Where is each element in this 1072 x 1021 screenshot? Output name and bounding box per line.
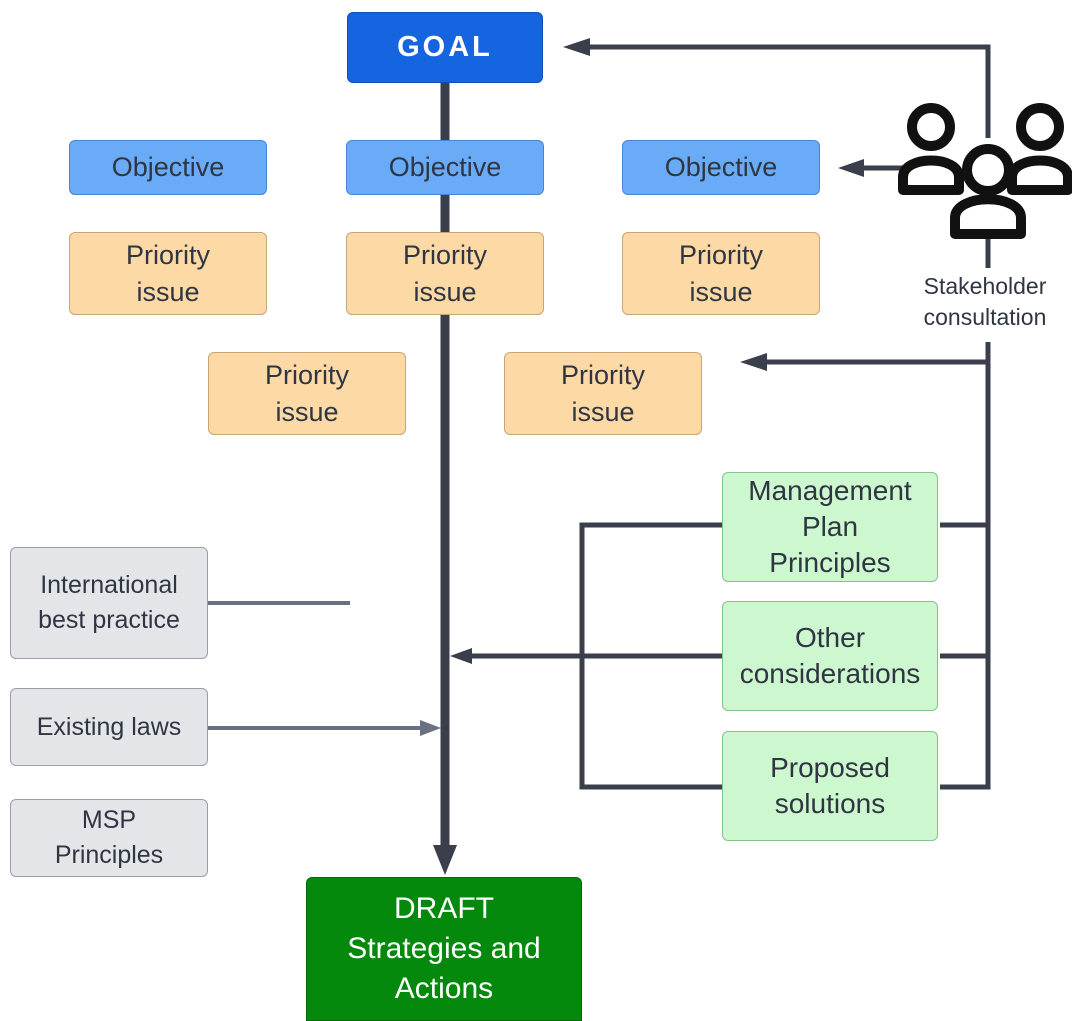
priority-issue-line-1: Priority bbox=[678, 239, 763, 270]
priority-issue-line-1: Priority bbox=[402, 239, 487, 270]
objective-box-right: Objective bbox=[622, 140, 820, 195]
goal-arrowhead bbox=[563, 38, 590, 56]
existing-laws-box: Existing laws bbox=[10, 688, 208, 766]
draft-line-1: DRAFT bbox=[394, 892, 494, 925]
management-line-3: Principles bbox=[769, 547, 891, 578]
priority-issue-line-2: issue bbox=[275, 396, 339, 427]
priority-issue-line-1: Priority bbox=[264, 359, 349, 390]
objective-box-left: Objective bbox=[69, 140, 267, 195]
international-line-1: International bbox=[40, 571, 178, 599]
stakeholder-label-line-2: consultation bbox=[923, 304, 1047, 330]
stakeholder-to-goal-line bbox=[588, 44, 991, 138]
priority-issue-box-2: Priority issue bbox=[346, 232, 544, 315]
stakeholder-bus-line bbox=[940, 342, 991, 790]
objective-label: Objective bbox=[664, 152, 778, 182]
international-best-practice-box: International best practice bbox=[10, 547, 208, 659]
management-line-1: Management bbox=[748, 475, 912, 506]
draft-line-3: Actions bbox=[394, 972, 494, 1005]
priority-issue-box-1: Priority issue bbox=[69, 232, 267, 315]
priority-issue-box-4: Priority issue bbox=[208, 352, 406, 435]
goal-box: GOAL bbox=[347, 12, 543, 83]
other-considerations-box: Other considerations bbox=[722, 601, 938, 711]
priority-issue-line-1: Priority bbox=[125, 239, 210, 270]
objective-label: Objective bbox=[111, 152, 225, 182]
draft-strategies-box: DRAFT Strategies and Actions bbox=[306, 877, 582, 1021]
objective-box-center: Objective bbox=[346, 140, 544, 195]
msp-line-1: MSP bbox=[81, 806, 137, 834]
priority-issue-line-2: issue bbox=[571, 396, 635, 427]
goal-label: GOAL bbox=[397, 31, 493, 63]
priority-issue-line-2: issue bbox=[413, 276, 477, 307]
proposed-line-2: solutions bbox=[774, 788, 886, 819]
priority-issue-box-5: Priority issue bbox=[504, 352, 702, 435]
priority-issue-line-2: issue bbox=[689, 276, 753, 307]
proposed-solutions-box: Proposed solutions bbox=[722, 731, 938, 841]
management-line-2: Plan bbox=[801, 511, 859, 542]
stakeholder-label: Stakeholder consultation bbox=[895, 271, 1072, 333]
main-trunk-arrowhead bbox=[433, 845, 457, 875]
other-line-2: considerations bbox=[739, 658, 921, 689]
priority-issue-line-1: Priority bbox=[560, 359, 645, 390]
management-plan-principles-box: Management Plan Principles bbox=[722, 472, 938, 582]
objective-label: Objective bbox=[388, 152, 502, 182]
other-line-1: Other bbox=[794, 622, 866, 653]
stakeholder-label-line-1: Stakeholder bbox=[923, 273, 1047, 299]
inputs-arrowhead bbox=[420, 720, 441, 736]
priority-arrowhead bbox=[740, 353, 767, 371]
msp-line-2: Principles bbox=[54, 841, 164, 869]
msp-principles-box: MSP Principles bbox=[10, 799, 208, 877]
priority-issue-box-3: Priority issue bbox=[622, 232, 820, 315]
international-line-2: best practice bbox=[38, 606, 180, 634]
proposed-line-1: Proposed bbox=[770, 752, 890, 783]
people-group-icon bbox=[898, 103, 1072, 239]
draft-line-2: Strategies and bbox=[347, 932, 541, 965]
existing-laws-label: Existing laws bbox=[36, 712, 182, 741]
priority-issue-line-2: issue bbox=[136, 276, 200, 307]
objective-arrowhead bbox=[838, 159, 864, 177]
considerations-arrowhead bbox=[450, 648, 472, 664]
